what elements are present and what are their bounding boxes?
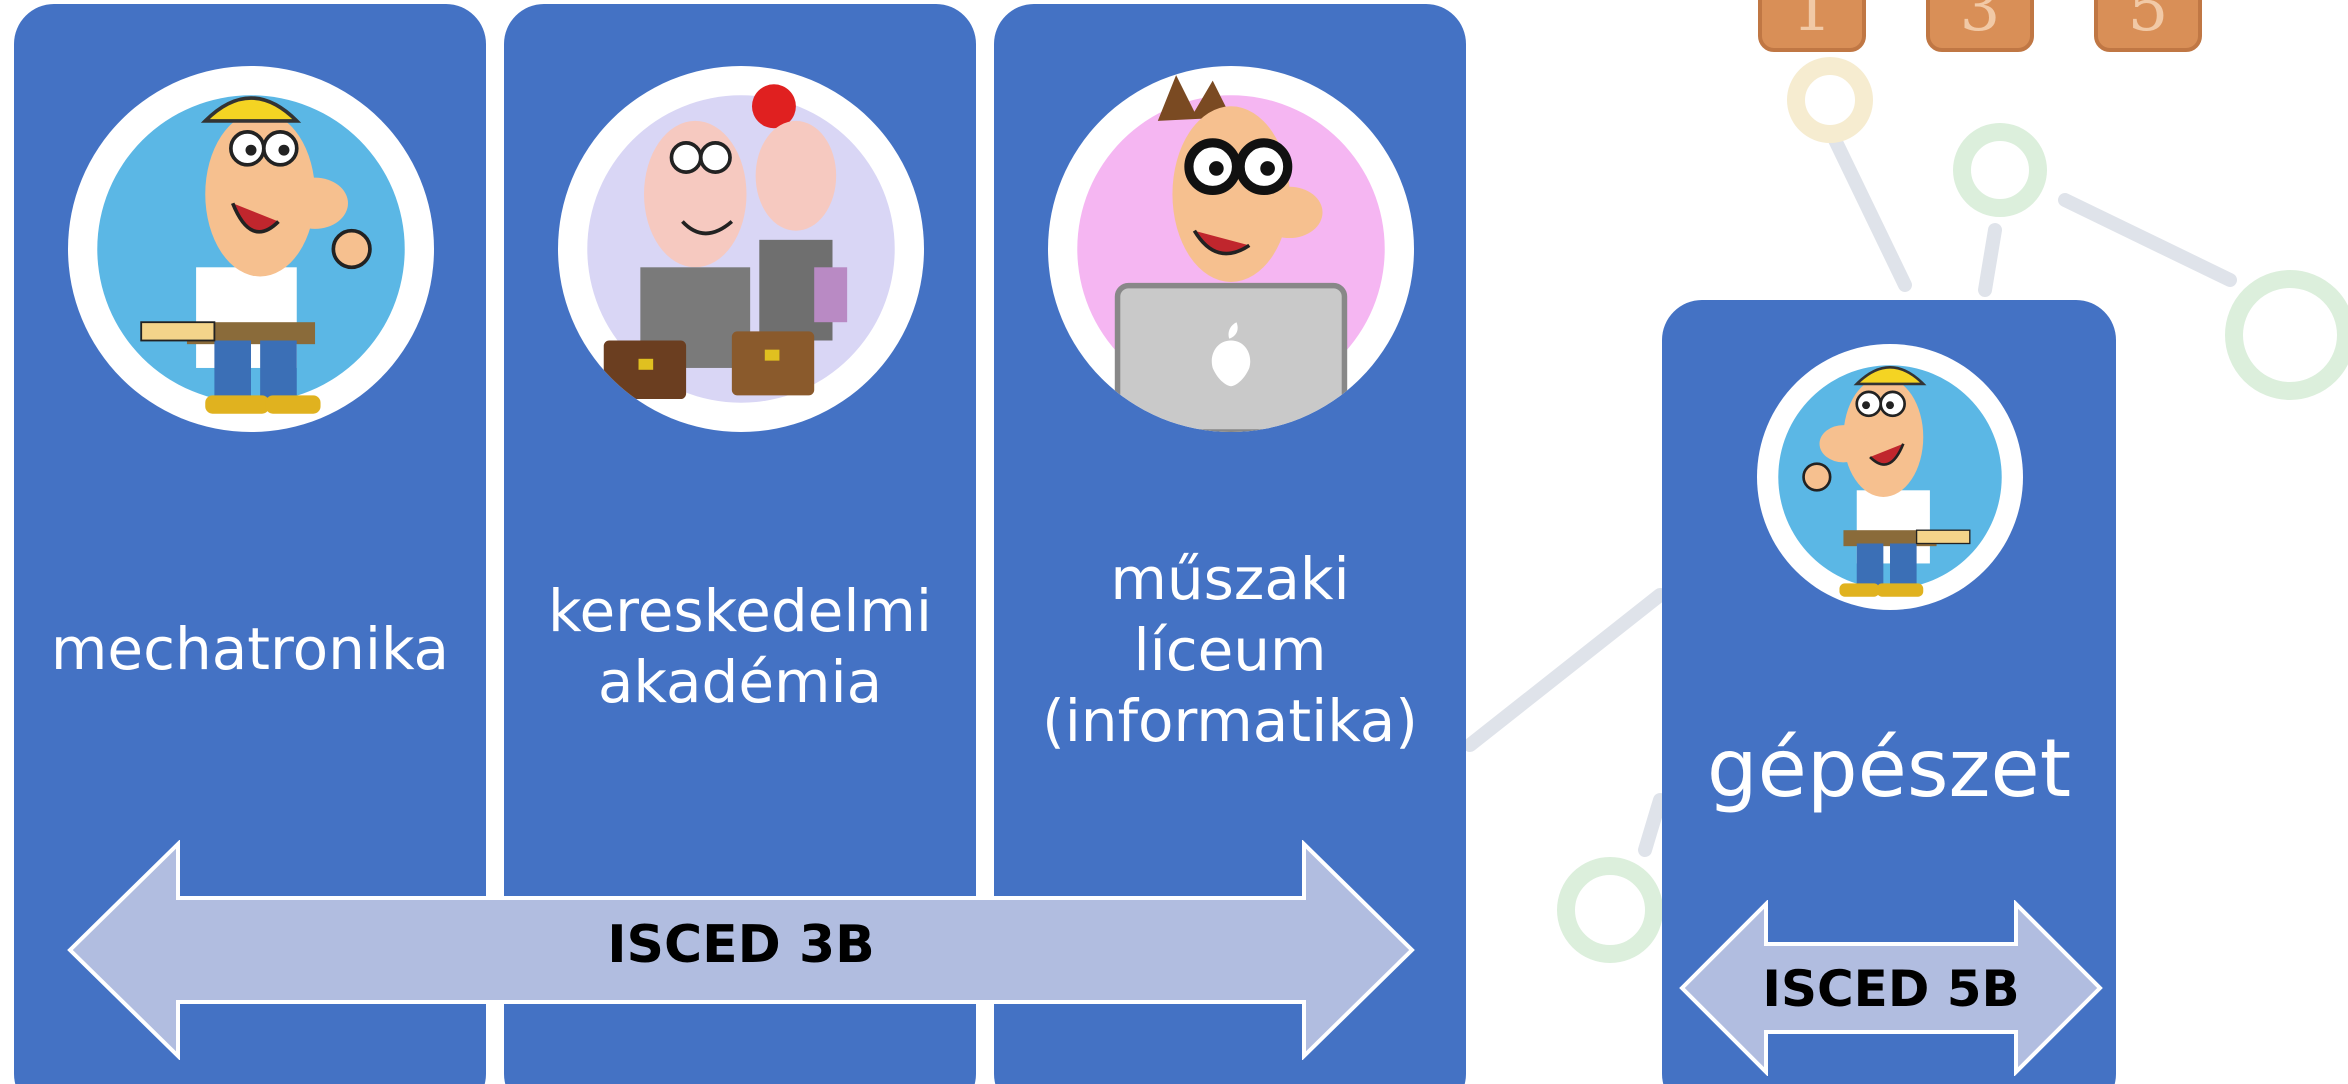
svg-text:1: 1	[1792, 0, 1833, 46]
svg-text:3: 3	[1960, 0, 2001, 46]
dice-3-icon: 3	[1926, 0, 2034, 52]
card-label: műszaki líceum (informatika)	[1042, 545, 1418, 755]
bg-node-circle	[1787, 57, 1873, 143]
svg-text:5: 5	[2128, 0, 2169, 46]
isced-5b-arrow	[1678, 900, 2104, 1076]
business-couple-icon	[558, 66, 924, 432]
dice-5-icon: 5	[2094, 0, 2202, 52]
isced-3b-arrow	[66, 840, 1416, 1060]
card-label: gépészet	[1706, 722, 2072, 815]
programmer-laptop-icon	[1048, 66, 1414, 432]
bg-node-circle	[1953, 123, 2047, 217]
card-label: kereskedelmi akadémia	[547, 577, 933, 716]
bg-node-circle	[1557, 857, 1663, 963]
bg-node-circle	[2225, 270, 2348, 400]
mechanic-worker-icon	[1757, 344, 2023, 610]
dice-1-icon: 1	[1758, 0, 1866, 52]
isced-3b-label: ISCED 3B	[607, 915, 875, 975]
dice-group: 1 3 5	[1758, 0, 2202, 52]
card-label: mechatronika	[50, 615, 450, 683]
isced-5b-label: ISCED 5B	[1762, 960, 2020, 1018]
mechanic-worker-icon	[68, 66, 434, 432]
